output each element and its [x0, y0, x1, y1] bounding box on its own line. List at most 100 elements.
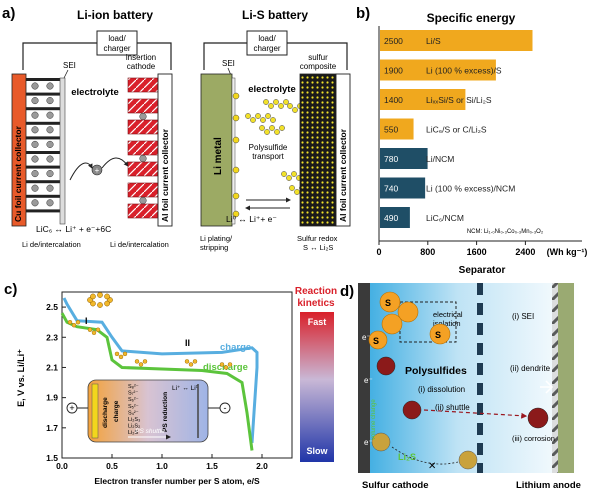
sulfur-particle: [379, 291, 401, 313]
sulfur-particle: [381, 313, 403, 335]
d-ps-particle-3: [527, 407, 549, 429]
bar-category-label: LiC₆/NCM: [426, 213, 464, 223]
curve-molecule-atom: [192, 359, 198, 364]
d-shuttle-arrow: [423, 409, 528, 419]
bar-category-label: Li/NCM: [426, 154, 454, 164]
bar: [380, 89, 466, 110]
li-ion-in-graphite: [31, 199, 39, 207]
polysulfide-atom: [281, 171, 287, 177]
curve-molecule-atom: [71, 323, 77, 328]
inset-species-label: Li₂S₃: [128, 417, 140, 423]
s8-molecule: [87, 292, 113, 308]
d-sei: (i) SEI: [512, 312, 534, 321]
bar-value-label: 2500: [384, 36, 403, 46]
liion-battery: Li-ion battery load/ charger SEI inserti…: [11, 8, 173, 249]
polysulfide-atom: [270, 117, 276, 123]
x-tick-label: 0: [376, 247, 381, 257]
liion-li-ion-plus: +: [95, 166, 100, 175]
li-ion-in-graphite: [46, 140, 54, 148]
graphite-layer: [26, 121, 60, 125]
li-ion-in-cathode: [139, 112, 147, 121]
inset-species-label: S₆²⁻: [128, 397, 139, 403]
curve-molecule-atom: [95, 327, 101, 332]
liion-insertion-line2: cathode: [127, 62, 156, 71]
d-anode-label: Lithium anode: [516, 480, 581, 491]
inset-ps-reduction: PS reduction: [162, 392, 169, 432]
bar: [380, 30, 533, 51]
panel-b-letter: b): [356, 5, 370, 22]
panel-d-letter: d): [340, 283, 354, 300]
li-ion-in-graphite: [31, 97, 39, 105]
bar-value-label: 490: [384, 213, 398, 223]
liion-sei-label: SEI: [63, 61, 76, 70]
polysulfide-atom: [245, 113, 251, 119]
li-ion-in-graphite: [46, 82, 54, 90]
bar-value-label: 1900: [384, 66, 403, 76]
curve-molecule-atom: [87, 327, 93, 332]
liion-title: Li-ion battery: [77, 8, 153, 22]
kinetics-bar: [300, 312, 334, 462]
panel-a: a) Li-ion battery load/ charger SEI inse…: [2, 5, 351, 252]
graphite-layer: [26, 107, 60, 111]
liion-left-caption: Li de/intercalation: [22, 240, 81, 249]
liion-li-ion: [91, 164, 103, 176]
lis-load-line2: charger: [253, 44, 280, 53]
x-tick-label: 2.0: [256, 461, 268, 471]
liion-wire: [22, 42, 172, 70]
curve-molecule-atom: [67, 320, 73, 325]
liion-graphite-anode: [26, 78, 60, 213]
cathode-layer: [127, 161, 159, 177]
d-ps-particle-2: [402, 400, 422, 420]
li-deposit: [232, 192, 240, 200]
graphite-layer: [26, 165, 60, 169]
x-tick-label: 0.5: [106, 461, 118, 471]
bar-category-label: LiC₆/S or C/Li₂S: [426, 125, 487, 135]
panel-c-letter: c): [4, 281, 17, 298]
inset-species-label: S₄²⁻: [128, 410, 139, 416]
lis-left-caption-1: Li plating/: [200, 234, 233, 243]
cathode-layer: [127, 203, 159, 219]
li-deposit: [232, 92, 240, 100]
li-deposit: [232, 114, 240, 122]
d-cathode-collector: [358, 283, 370, 473]
lis-polysulfide-line2: transport: [252, 152, 284, 161]
inset-species-label: Li₂S: [128, 430, 138, 436]
kinetics-scale: Reaction kinetics Fast Slow: [295, 286, 337, 462]
graphite-layer: [26, 92, 60, 96]
bar: [380, 118, 414, 140]
curve-molecule-atom: [118, 354, 124, 360]
x-tick-label: 1.0: [156, 461, 168, 471]
d-dissolution: (i) dissolution: [418, 385, 465, 394]
panel-d: d) Separator electrical isolation SSS Po…: [340, 265, 581, 491]
polysulfide-atom: [278, 103, 284, 109]
cathode-layer: [127, 98, 159, 114]
bar-category-label: Li (100 % excess)/S: [426, 66, 502, 76]
polysulfide-atom: [274, 129, 280, 135]
curve-molecule-atom: [91, 330, 97, 335]
liion-al-collector: [157, 73, 173, 227]
li-deposit: [232, 210, 240, 218]
d-dendrite: (ii) dendrite: [510, 364, 551, 373]
li-ion-in-cathode: [139, 196, 147, 205]
liion-insertion-cathode: [127, 77, 159, 219]
liion-cu-collector: [11, 73, 27, 227]
y-tick-label: 1.7: [46, 423, 58, 433]
d-polysulfides: Polysulfides: [405, 365, 467, 377]
lis-battery: Li-S battery load/ charger SEI sulfur co…: [200, 8, 351, 252]
lis-sulfur-line2: composite: [300, 62, 337, 71]
cathode-layer: [127, 140, 159, 156]
chart-x-label: (Wh kg⁻¹): [547, 247, 588, 257]
bar-value-label: 1400: [384, 95, 403, 105]
bar-value-label: 550: [384, 125, 398, 135]
polysulfide-atom: [269, 125, 275, 131]
lis-polysulfide-line1: Polysulfide: [249, 143, 288, 152]
liion-right-caption: Li de/intercalation: [110, 240, 169, 249]
liion-al-collector-label: Al foil current collector: [160, 128, 170, 222]
li-ion-in-graphite: [46, 155, 54, 163]
liion-electrolyte-label: electrolyte: [71, 87, 119, 98]
curve-molecule-atom: [134, 359, 140, 364]
curve-molecule-atom: [223, 365, 229, 370]
inset-minus-terminal: [219, 402, 231, 414]
x-tick-label: 2400: [515, 247, 535, 257]
